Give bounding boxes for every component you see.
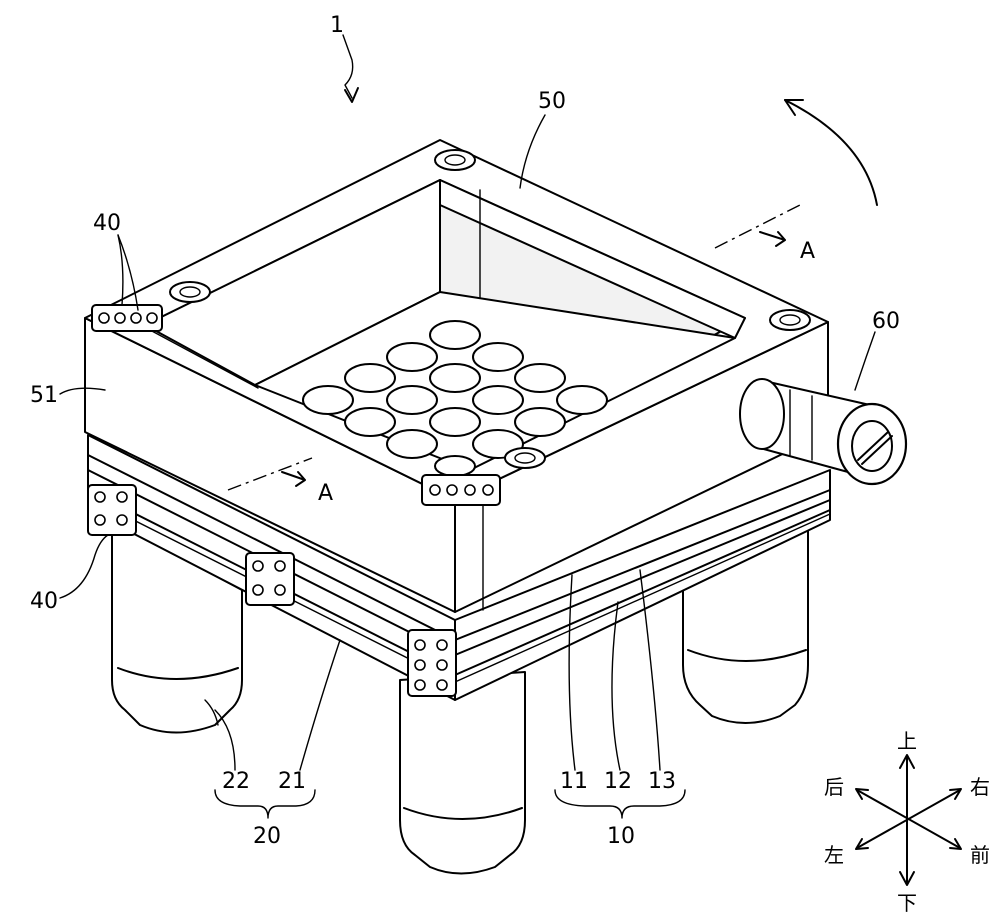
label-direction-down: 下 xyxy=(897,891,917,913)
label-direction-front: 前 xyxy=(970,843,990,867)
label-device: 1 xyxy=(330,13,344,38)
label-direction-left: 左 xyxy=(824,843,844,867)
label-direction-back: 后 xyxy=(824,775,844,799)
brace-10 xyxy=(555,790,685,818)
pipe xyxy=(740,379,906,484)
label-cover: 50 xyxy=(538,89,566,114)
clip-front-stack xyxy=(408,630,456,696)
label-cover-side: 51 xyxy=(30,383,58,408)
rotation-arrow xyxy=(785,100,877,205)
label-part-21: 21 xyxy=(278,769,306,794)
clip-left-stack xyxy=(88,485,136,535)
label-group-10: 10 xyxy=(607,824,635,849)
leg-front xyxy=(400,672,525,874)
label-pipe: 60 xyxy=(872,309,900,334)
label-direction-right: 右 xyxy=(970,775,990,799)
label-clip-top: 40 xyxy=(93,211,121,236)
label-part-11: 11 xyxy=(560,769,588,794)
direction-compass xyxy=(856,755,961,885)
label-direction-up: 上 xyxy=(897,729,917,753)
label-part-12: 12 xyxy=(604,769,632,794)
clip-top-left xyxy=(92,305,162,331)
clip-middle-stack xyxy=(246,553,294,605)
label-part-13: 13 xyxy=(648,769,676,794)
label-group-20: 20 xyxy=(253,824,281,849)
label-clip-left: 40 xyxy=(30,589,58,614)
clip-front-corner xyxy=(422,475,500,505)
label-section-a-upper: A xyxy=(800,239,815,264)
label-section-a-lower: A xyxy=(318,481,333,506)
brace-20 xyxy=(215,790,315,818)
label-part-22: 22 xyxy=(222,769,250,794)
